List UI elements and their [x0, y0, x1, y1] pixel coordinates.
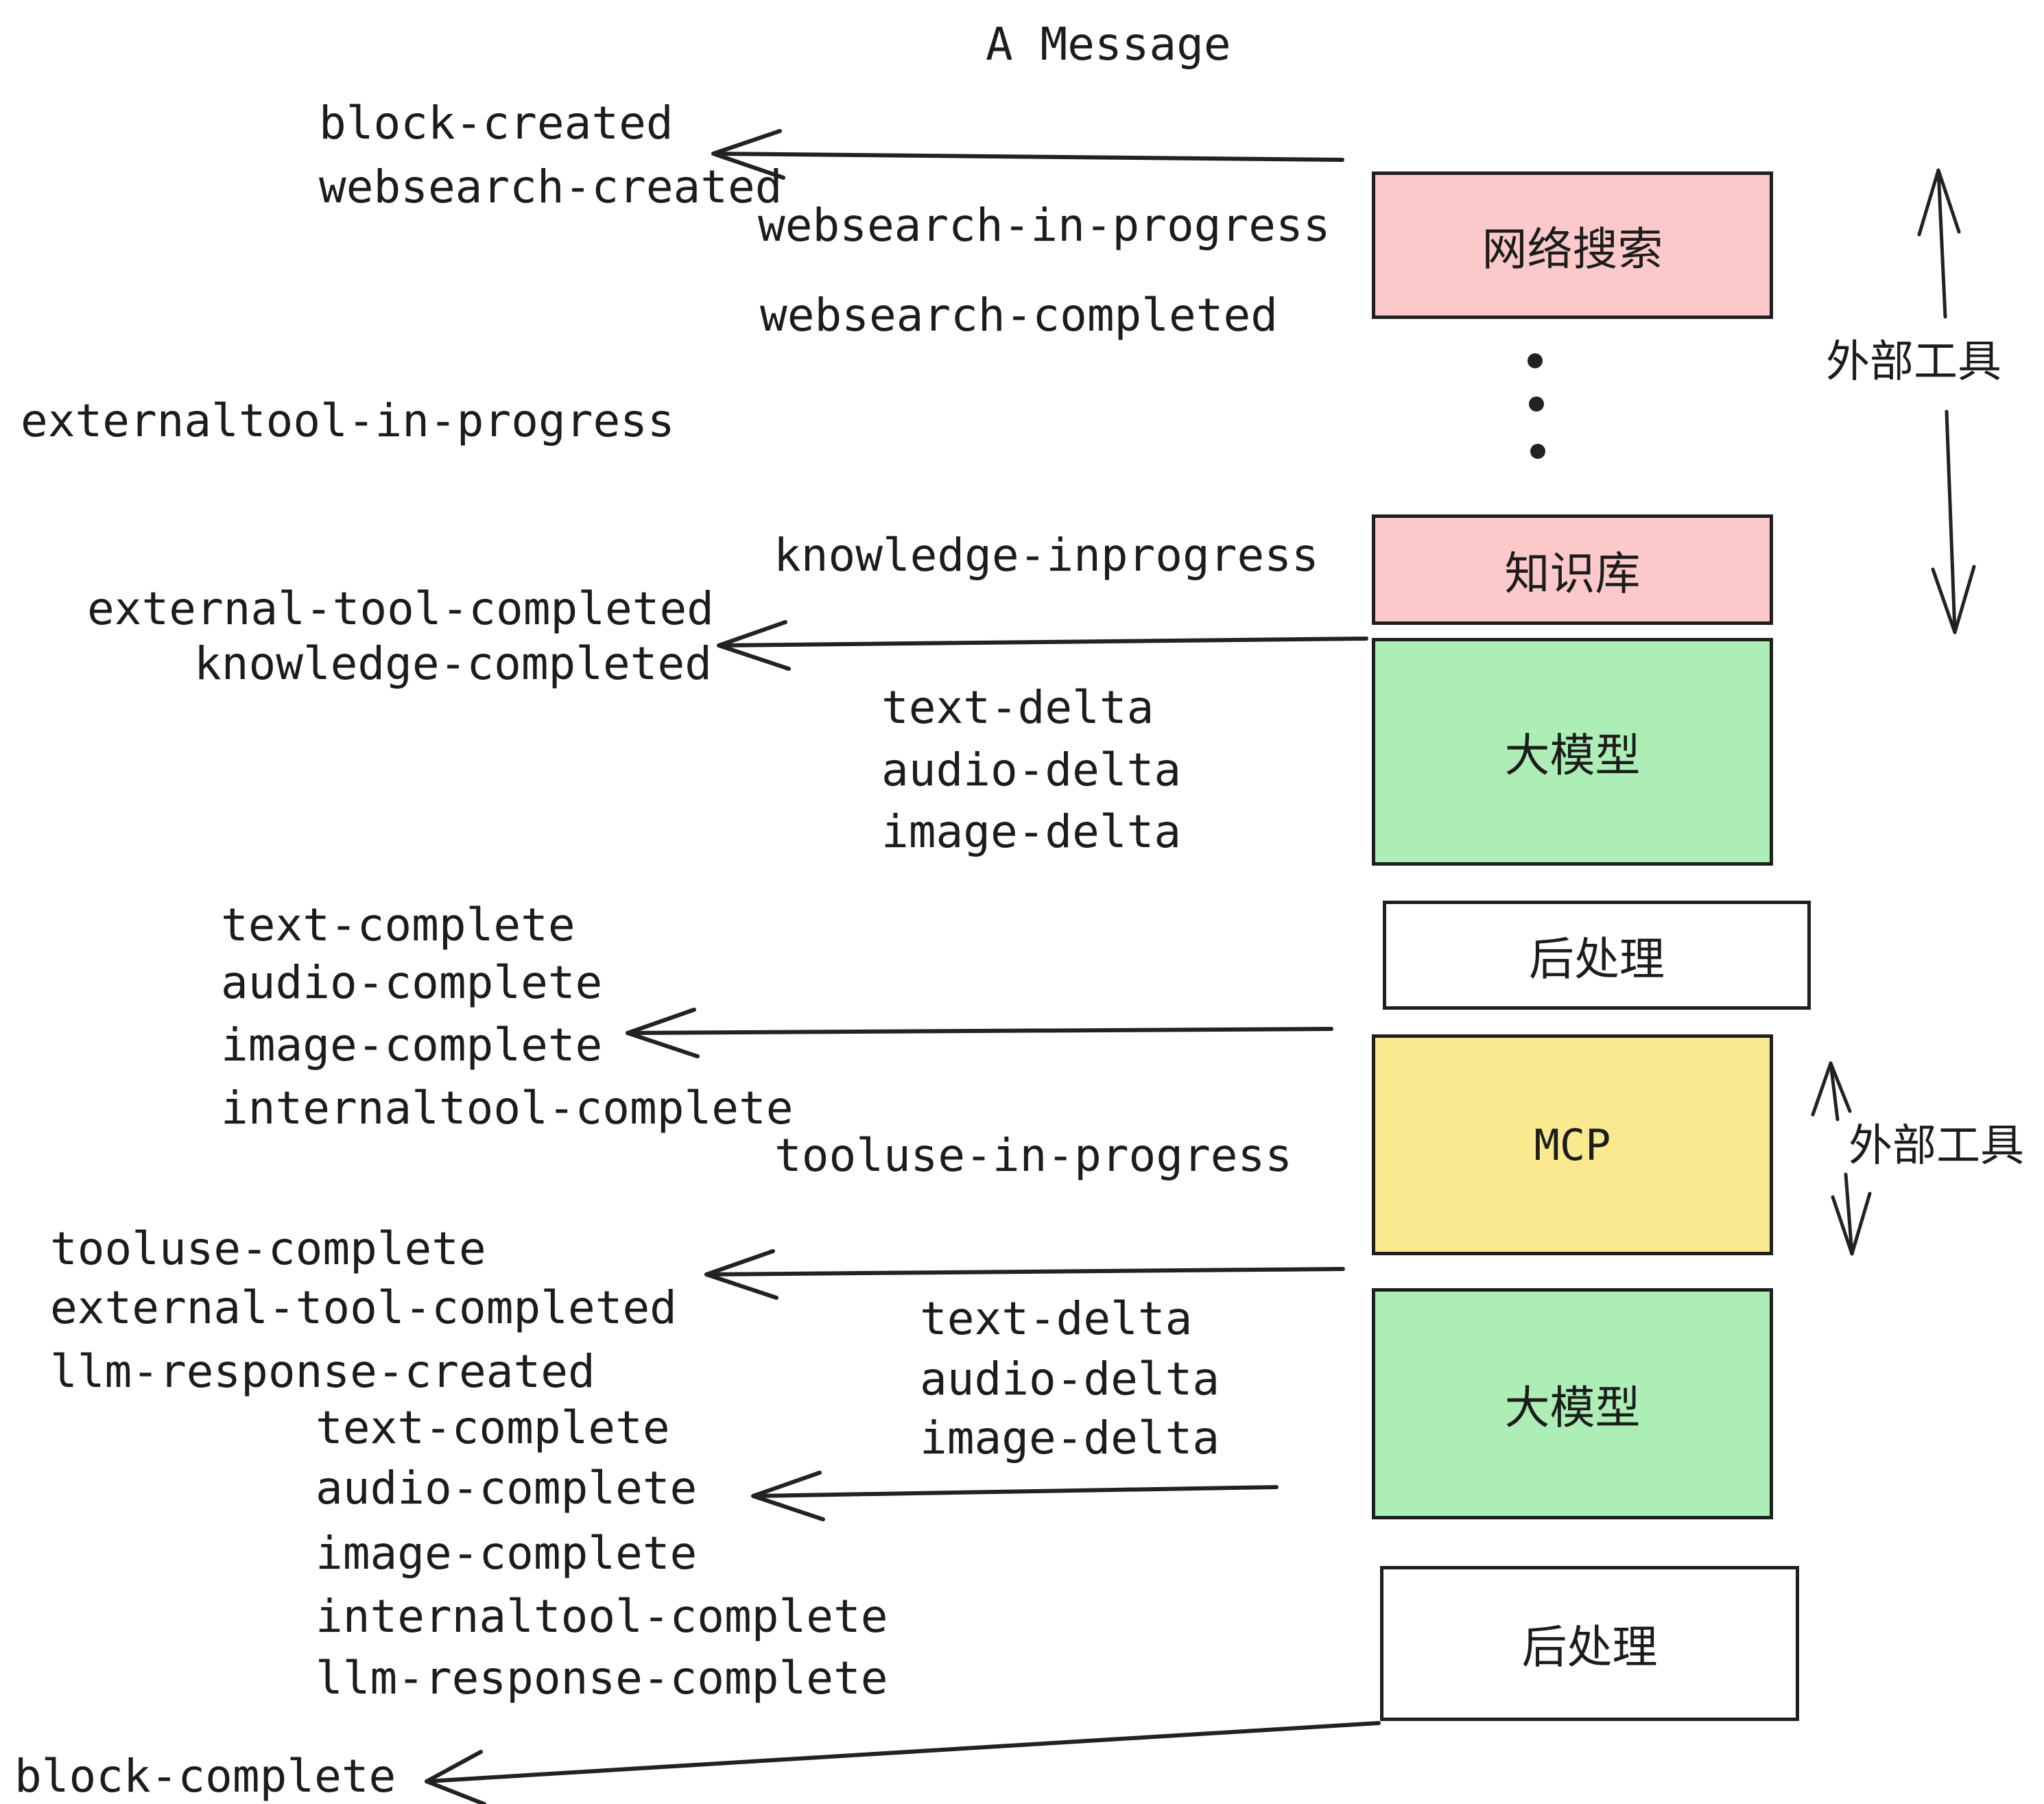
vertical-dots-icon — [1528, 353, 1545, 459]
box-llm-1-label: 大模型 — [1504, 729, 1641, 782]
arrow-audio-complete — [751, 1471, 1279, 1521]
box-mcp-label: MCP — [1534, 1119, 1611, 1170]
arrow-knowledge-completed — [717, 620, 1368, 671]
event-llm-response-complete: llm-response-complete — [316, 1652, 888, 1705]
event-llm-response-created: llm-response-created — [50, 1345, 595, 1398]
arrow-image-complete — [626, 1008, 1333, 1058]
event-audio-complete-2: audio-complete — [316, 1462, 698, 1515]
external-tools-label-2: 外部工具 — [1849, 1121, 2024, 1172]
box-websearch: 网络搜索 — [1372, 171, 1773, 319]
arrow-block-complete — [425, 1721, 1381, 1804]
external-tools-up-arrow-2 — [1811, 1061, 1852, 1121]
event-tooluse-complete: tooluse-complete — [50, 1222, 486, 1275]
box-knowledge: 知识库 — [1372, 514, 1773, 625]
event-audio-complete-1: audio-complete — [221, 956, 603, 1009]
event-knowledge-inprogress: knowledge-inprogress — [774, 529, 1319, 582]
event-audio-delta-1: audio-delta — [881, 744, 1182, 796]
box-llm-2: 大模型 — [1372, 1288, 1773, 1519]
event-image-delta-2: image-delta — [920, 1412, 1220, 1464]
box-llm-1: 大模型 — [1372, 638, 1773, 866]
event-tooluse-in-progress: tooluse-in-progress — [774, 1129, 1292, 1182]
event-external-tool-completed-1: external-tool-completed — [87, 582, 714, 635]
event-image-complete-1: image-complete — [221, 1019, 603, 1071]
box-postprocess-1: 后处理 — [1383, 901, 1811, 1010]
arrow-block-created — [711, 129, 1344, 180]
arrow-tooluse-complete — [704, 1249, 1345, 1300]
event-block-complete: block-complete — [14, 1750, 396, 1803]
event-image-delta-1: image-delta — [881, 805, 1182, 858]
box-websearch-label: 网络搜索 — [1482, 222, 1663, 276]
event-external-tool-completed-2: external-tool-completed — [50, 1281, 677, 1334]
box-postprocess-2-label: 后处理 — [1521, 1621, 1658, 1674]
event-externaltool-in-progress: externaltool-in-progress — [21, 394, 675, 447]
event-text-complete-1: text-complete — [221, 899, 575, 951]
event-text-complete-2: text-complete — [316, 1401, 670, 1454]
box-postprocess-2: 后处理 — [1380, 1566, 1799, 1721]
event-websearch-created: websearch-created — [319, 161, 783, 213]
event-text-delta-1: text-delta — [881, 681, 1154, 734]
event-websearch-completed: websearch-completed — [760, 289, 1278, 342]
external-tools-down-arrow-1 — [1931, 410, 1976, 634]
event-internaltool-complete-1: internaltool-complete — [221, 1082, 794, 1135]
diagram-title: A Message — [986, 18, 1231, 71]
box-llm-2-label: 大模型 — [1504, 1381, 1641, 1434]
event-knowledge-completed: knowledge-completed — [194, 637, 712, 690]
external-tools-up-arrow-1 — [1917, 168, 1961, 319]
box-postprocess-1-label: 后处理 — [1529, 932, 1665, 986]
box-mcp: MCP — [1372, 1034, 1773, 1255]
external-tools-down-arrow-2 — [1831, 1172, 1872, 1256]
box-knowledge-label: 知识库 — [1504, 547, 1641, 600]
event-internaltool-complete-2: internaltool-complete — [316, 1590, 888, 1643]
event-text-delta-2: text-delta — [920, 1292, 1193, 1345]
event-block-created: block-created — [319, 97, 674, 150]
event-image-complete-2: image-complete — [316, 1527, 698, 1580]
event-websearch-in-progress: websearch-in-progress — [758, 199, 1331, 252]
event-audio-delta-2: audio-delta — [920, 1353, 1220, 1405]
external-tools-label-1: 外部工具 — [1826, 337, 2001, 388]
